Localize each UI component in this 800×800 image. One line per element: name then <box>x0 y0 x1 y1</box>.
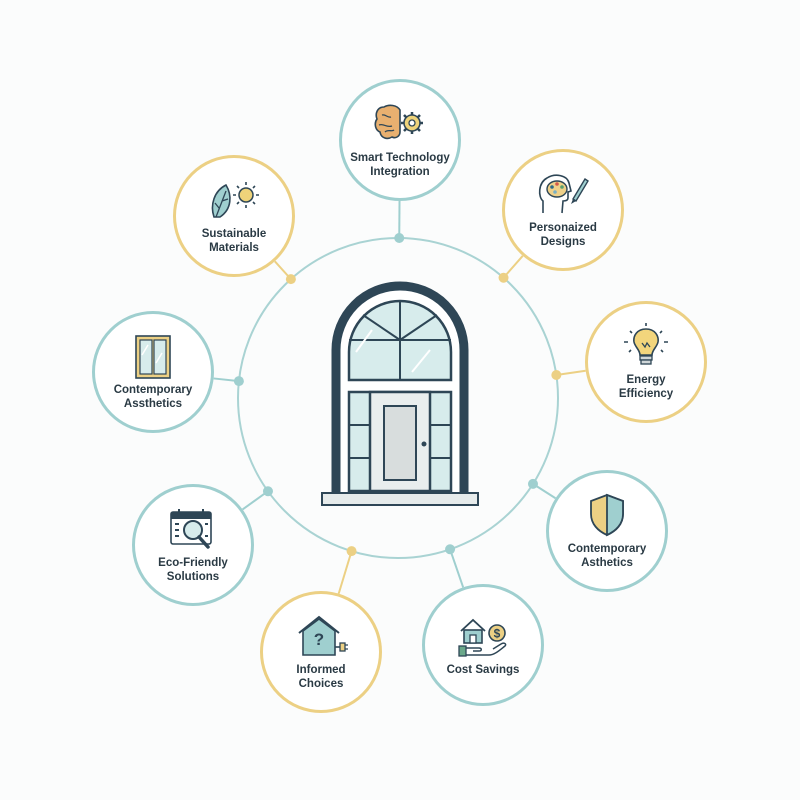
ring-dot <box>285 274 296 285</box>
lightbulb-icon <box>624 322 668 365</box>
node-cost-savings: $ Cost Savings <box>422 584 544 706</box>
ring-dot <box>551 370 562 381</box>
ring-dots <box>233 233 562 557</box>
connector-line <box>337 550 353 594</box>
ring-dot <box>394 233 405 244</box>
node-sustainable-materials: Sustainable Materials <box>173 155 295 277</box>
node-contemporary-asthetics: Contemporary Asthetics <box>546 470 668 592</box>
node-informed-choices: ? Informed Choices <box>260 591 382 713</box>
ring-dot <box>346 546 357 557</box>
node-label: Contemporary Assthetics <box>113 383 193 410</box>
svg-text:?: ? <box>314 630 324 649</box>
ring-dot <box>262 486 273 497</box>
node-label: Contemporary Asthetics <box>567 542 647 569</box>
head-palette-icon <box>538 174 589 213</box>
svg-text:$: $ <box>494 626 501 640</box>
shield-icon <box>590 493 624 537</box>
leaf-sun-icon <box>211 181 259 218</box>
house-hand-dollar-icon: $ <box>458 618 507 657</box>
node-contemporary-assthetics: Contemporary Assthetics <box>92 311 214 433</box>
node-label: Energy Efficiency <box>618 373 674 400</box>
node-label: Informed Choices <box>296 663 346 690</box>
house-question-plug-icon: ? <box>298 615 348 656</box>
ring-dot <box>445 544 456 555</box>
ring-dot <box>233 376 244 387</box>
calendar-magnifier-icon <box>170 508 212 549</box>
brain-gear-icon <box>374 104 423 139</box>
node-eco-friendly-solutions: Eco-Friendly Solutions <box>132 484 254 606</box>
window-frame-icon <box>135 334 171 379</box>
node-label: Smart Technology Integration <box>350 151 450 178</box>
connector-line <box>241 490 269 511</box>
node-label: Cost Savings <box>446 663 520 676</box>
ring-dot <box>527 478 538 489</box>
connector-line <box>449 548 465 588</box>
ring-dot <box>498 272 509 283</box>
node-label: Eco-Friendly Solutions <box>158 556 228 583</box>
node-smart-technology-integration: Smart Technology Integration <box>339 79 461 201</box>
node-label: Sustainable Materials <box>201 227 267 254</box>
node-label: Personaized Designs <box>529 221 597 248</box>
node-personaized-designs: Personaized Designs <box>502 149 624 271</box>
arched-glass-door-icon <box>321 281 479 506</box>
node-energy-efficiency: Energy Efficiency <box>585 301 707 423</box>
